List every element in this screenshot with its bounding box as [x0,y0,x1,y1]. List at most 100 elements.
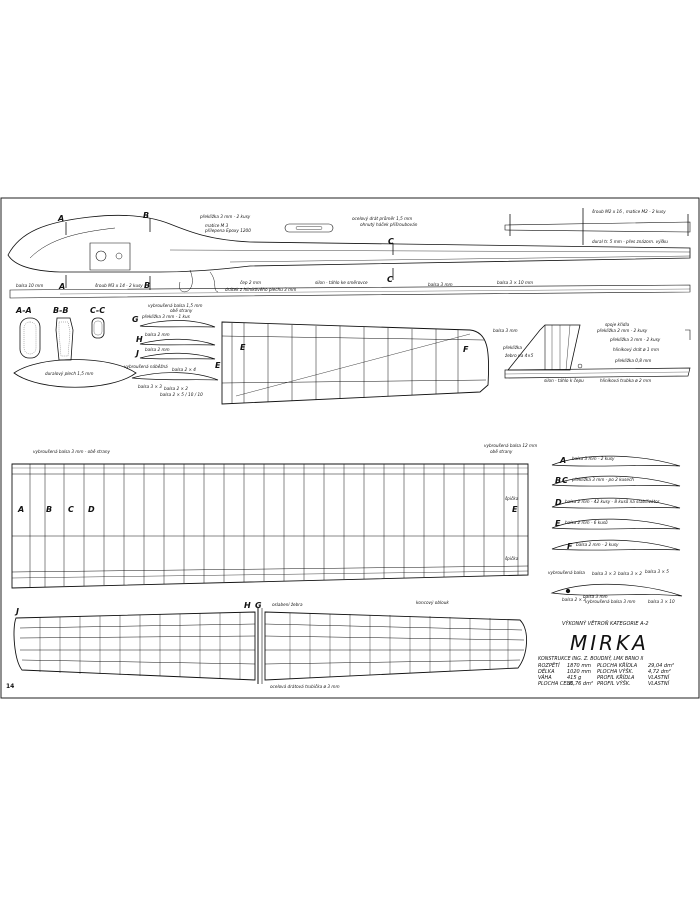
rib-label-l1: balsa 3 × 3 [592,571,616,576]
label-h-balsa: balsa 2 mm [145,332,170,337]
section-mark-a-bottom: A [58,282,65,291]
rudder-label-plywood-3: překližka 3 mm - 2 kusy [609,337,661,342]
section-mark-b-bottom: B [144,281,150,290]
rudder-label-ply-0-8: překližka 0,8 mm [614,358,651,363]
rib-mark-j: J [134,349,139,358]
label-wire-mount: drátek z hliníkového plechu 3 mm [225,287,296,292]
label-balsa-3: balsa 3 mm [428,282,453,287]
category-text: VÝKONNÝ VĚTROŇ KATEGORIE A-2 [562,619,649,627]
spec-label: PLOCHA VÝŠK. [597,668,633,675]
section-mark-b-top: B [143,211,149,220]
spec-value: VLASTNÍ [648,674,670,681]
spec-label: DÉLKA [538,667,555,675]
rib-mark-e: E [555,519,561,528]
topview-label-tie-pin: ocelová drátová trubička ø 3 mm [270,684,340,689]
rudder-label-round: hliníková trubka ø 2 mm [600,378,651,383]
wing-mark-e: E [512,505,518,514]
section-mark-c-top: C [388,237,394,246]
label-balsa-2x2: balsa 2 × 2 [164,386,188,391]
rib-mark-a: A [559,456,566,465]
wing-label-edge: vybroušená balsa 3 mm - obě strany [33,449,111,454]
root-rib-profiles [131,320,219,381]
rudder-label-spars: spoje křídla [605,322,630,327]
page-number: 14 [6,683,14,690]
spec-value: 29,04 dm² [648,663,674,669]
rib-label-f: balsa 2 mm - 2 kusy [576,542,619,547]
wing-mark-d: D [88,505,95,514]
label-balsa-10: balsa 10 mm [16,283,43,288]
label-dural-tube: dural tr. 5 mm - přes znázorn. výšku [592,239,668,244]
rudder-label-rib: žebro na 4×5 [504,353,534,358]
wing-mark-c: C [68,505,74,514]
label-both-sides: obě strany [170,308,193,313]
rudder-label-ply-2x: překližka 2 mm - 2 kusy [596,328,648,333]
rib-label-l6: vybroušená balsa 3 mm [585,599,635,604]
wing-plan-panel [11,463,529,589]
rib-mark-b: B [555,476,561,485]
topview-mark-g: G [255,601,262,610]
drawing-border [0,197,700,699]
wing-mark-a: A [17,505,24,514]
topview-label-center-rib: oslabení žebra [272,602,303,607]
spec-label: ROZPĚTÍ [538,661,560,669]
section-label-c-c: C-C [90,306,105,315]
wing-label-spar-side: obě strany [490,449,513,454]
rib-mark-f: F [567,542,573,551]
stab-mark-e-right: E [240,343,246,352]
wing-label-spar-word-2: špička [505,556,519,561]
wing-mark-b: B [46,505,52,514]
label-filled-nose: vybroušená náběžná [124,364,168,369]
section-label-a-a: A-A [15,306,32,315]
rib-label-l5: balsa 2 × 3 [562,597,586,602]
label-pin: čep 2 mm [240,280,261,285]
rib-label-bc: překližka 3 mm - po 2 kusech [571,477,634,482]
label-sheet-balsa: vybroušená balsa 1,5 mm [148,303,202,308]
label-hook: ocelový drát průměr 1,5 mm [352,216,412,221]
rib-label-l4: balsa 3 × 10 [648,599,675,604]
spec-label: VÁHA [538,674,552,681]
label-nut: matice M 3 [205,223,229,228]
label-balsa-3x10: balsa 3 × 10 mm [497,280,533,285]
stab-mark-e-left: E [215,361,221,370]
fuselage-side-view [7,208,691,299]
stab-mark-f: F [463,345,469,354]
spec-table-left: ROZPĚTÍ 1870 mm DÉLKA 1020 mm VÁHA 415 g… [538,661,593,687]
label-hook-bent: ohnutý háček přišroubován [360,222,418,227]
label-balsa-2x4: balsa 2 × 4 [172,367,196,372]
spec-label: PLOCHA KŘÍDLA [597,661,638,669]
label-nylon: silon - táhlo ke směrovce [315,280,368,285]
wing-top-view [13,608,527,684]
rudder-label-silon: silon - táhlo k čepu [544,378,584,383]
topview-mark-j: J [14,607,19,616]
rib-label-l7: balsa 3 mm [583,594,608,599]
spec-value: 4,72 dm² [648,669,671,675]
spec-table-right: PLOCHA KŘÍDLA 29,04 dm² PLOCHA VÝŠK. 4,7… [597,661,674,687]
label-j-balsa: balsa 2 mm [145,347,170,352]
rib-mark-h: H [136,335,143,344]
spec-value: VLASTNÍ [648,680,670,687]
rudder-label-wire: hliníkový drát ø 1 mm [613,347,659,352]
label-balsa-mix: balsa 2 × 5 / 10 / 10 [160,392,203,397]
rib-label-l3: balsa 3 × 5 [645,569,669,574]
rib-mark-c: C [562,476,568,485]
rib-label-d: balsa 2 mm - 42 kusy - 8 kusů na stabili… [565,499,660,504]
spec-label: PROFIL VÝŠK. [597,680,631,687]
plane-title: MIRKA [570,631,649,655]
rib-label-a: balsa 3 mm - 2 kusy [572,456,615,461]
spec-value: 1020 mm [567,669,591,675]
section-label-b-b: B-B [53,306,69,315]
wing-label-tip: koncový oblouk [416,600,449,605]
wing-rib-profiles [551,455,683,597]
rib-label-keel: vybroušená balsa [548,570,585,575]
label-top-screw: šroub M2 x 16 , matice M2 - 2 kusy [592,209,666,214]
label-glue: přilepena Epoxy 1200 [204,228,251,233]
dural-sheet-plate [13,359,137,388]
rib-mark-g: G [132,315,139,324]
designer-text: KONSTRUKCE ING. Z. BOUDNÝ, LMK BRNO II [538,655,644,662]
wing-label-spar-word-1: špička [505,496,519,501]
rudder-fin [504,324,691,379]
label-plywood-head: překližka 3 mm - 2 kusy [199,214,251,219]
section-mark-a-top: A [57,214,64,223]
